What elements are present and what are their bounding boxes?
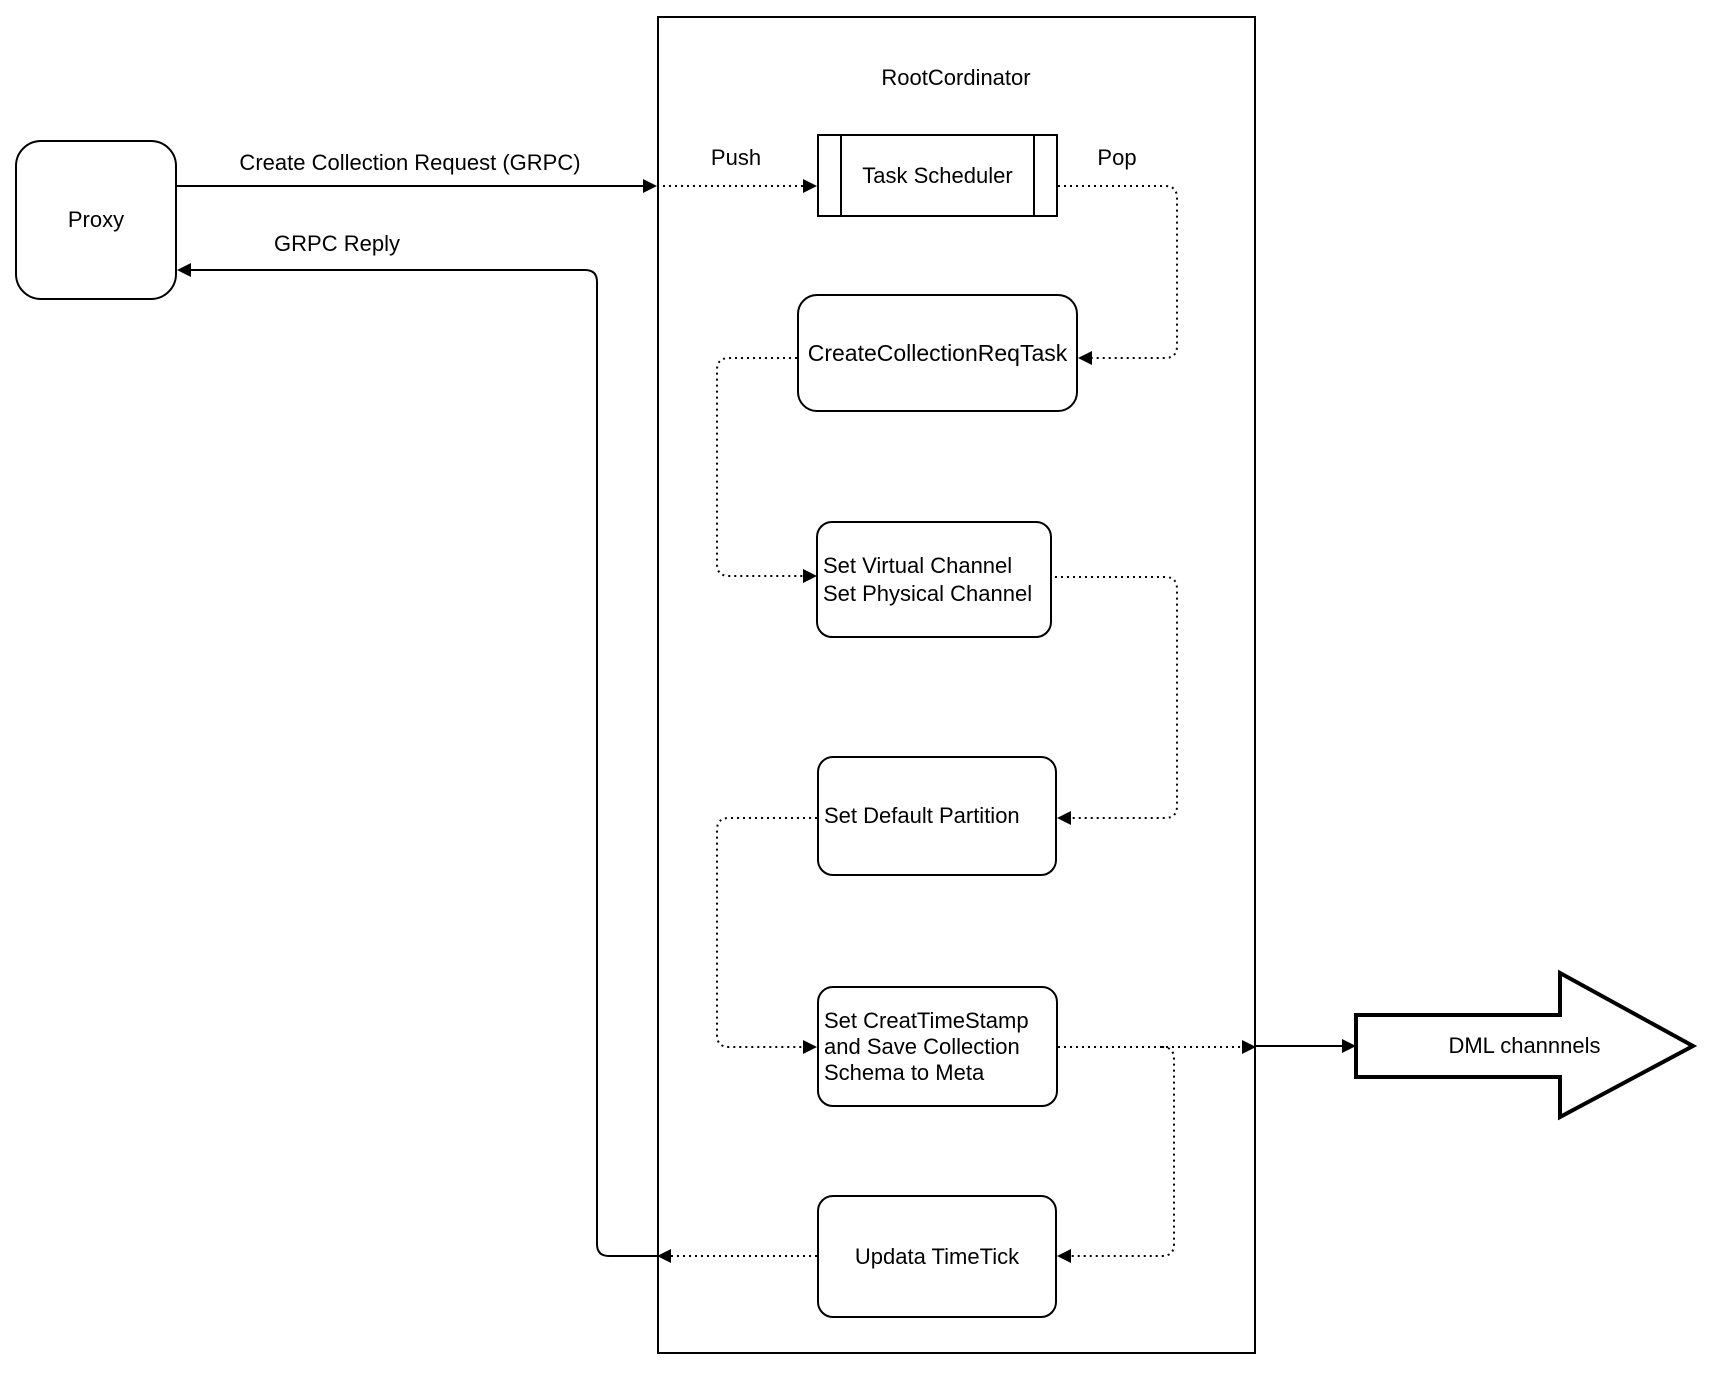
set-default-partition-label: Set Default Partition bbox=[824, 803, 1020, 828]
edge-grpc-reply bbox=[191, 269, 657, 1257]
set-creat-timestamp-line1: Set CreatTimeStamp bbox=[824, 1007, 1029, 1033]
set-physical-channel-line: Set Physical Channel bbox=[823, 580, 1033, 606]
arrowhead-set-channels bbox=[803, 569, 817, 583]
updata-timetick-label: Updata TimeTick bbox=[854, 1243, 1020, 1269]
arrowhead-timetick-out bbox=[657, 1249, 671, 1263]
set-channels-node: Set Virtual Channel Set Physical Channel bbox=[816, 521, 1052, 638]
edge-label-grpc-reply: GRPC Reply bbox=[274, 231, 400, 256]
set-virtual-channel-line: Set Virtual Channel bbox=[823, 552, 1013, 578]
proxy-node: Proxy bbox=[15, 140, 177, 300]
edge-label-create-collection-request: Create Collection Request (GRPC) bbox=[239, 150, 581, 175]
updata-timetick-node: Updata TimeTick bbox=[817, 1195, 1057, 1318]
set-creat-timestamp-line3: Schema to Meta bbox=[824, 1059, 985, 1085]
create-collection-req-task-label: CreateCollectionReqTask bbox=[807, 340, 1068, 366]
rootcordinator-title: RootCordinator bbox=[881, 65, 1031, 90]
arrowhead-push bbox=[803, 179, 817, 193]
arrowhead-dml-inner bbox=[1242, 1040, 1256, 1054]
scheduler-bar-right bbox=[1033, 136, 1035, 215]
task-scheduler-node: Task Scheduler bbox=[817, 134, 1058, 217]
edge-to-set-default-partition bbox=[1055, 576, 1178, 819]
scheduler-bar-left bbox=[840, 136, 842, 215]
edge-pop bbox=[1058, 185, 1178, 359]
dml-channels-arrow-shape bbox=[1354, 969, 1698, 1121]
arrowhead-set-creat-timestamp bbox=[803, 1040, 817, 1054]
edge-to-set-channels bbox=[716, 357, 803, 577]
dml-channels-label: DML channnels bbox=[1448, 1033, 1601, 1058]
create-collection-req-task-node: CreateCollectionReqTask bbox=[797, 294, 1078, 412]
edge-label-pop: Pop bbox=[1097, 145, 1137, 170]
proxy-label: Proxy bbox=[67, 207, 125, 232]
set-creat-timestamp-node: Set CreatTimeStamp and Save Collection S… bbox=[817, 986, 1058, 1107]
arrowhead-grpc-reply bbox=[177, 263, 191, 277]
arrowhead-pop bbox=[1078, 351, 1092, 365]
edge-label-push: Push bbox=[710, 145, 762, 170]
set-default-partition-node: Set Default Partition bbox=[817, 756, 1057, 876]
arrowhead-dml-outer bbox=[1342, 1039, 1356, 1053]
arrowhead-set-default-partition bbox=[1057, 811, 1071, 825]
rootcordinator-container bbox=[657, 16, 1256, 1354]
arrowhead-request bbox=[643, 179, 657, 193]
edge-to-updata-timetick bbox=[1071, 1046, 1175, 1257]
set-creat-timestamp-line2: and Save Collection bbox=[824, 1033, 1020, 1059]
task-scheduler-label: Task Scheduler bbox=[862, 162, 1013, 188]
arrowhead-updata-timetick bbox=[1057, 1249, 1071, 1263]
